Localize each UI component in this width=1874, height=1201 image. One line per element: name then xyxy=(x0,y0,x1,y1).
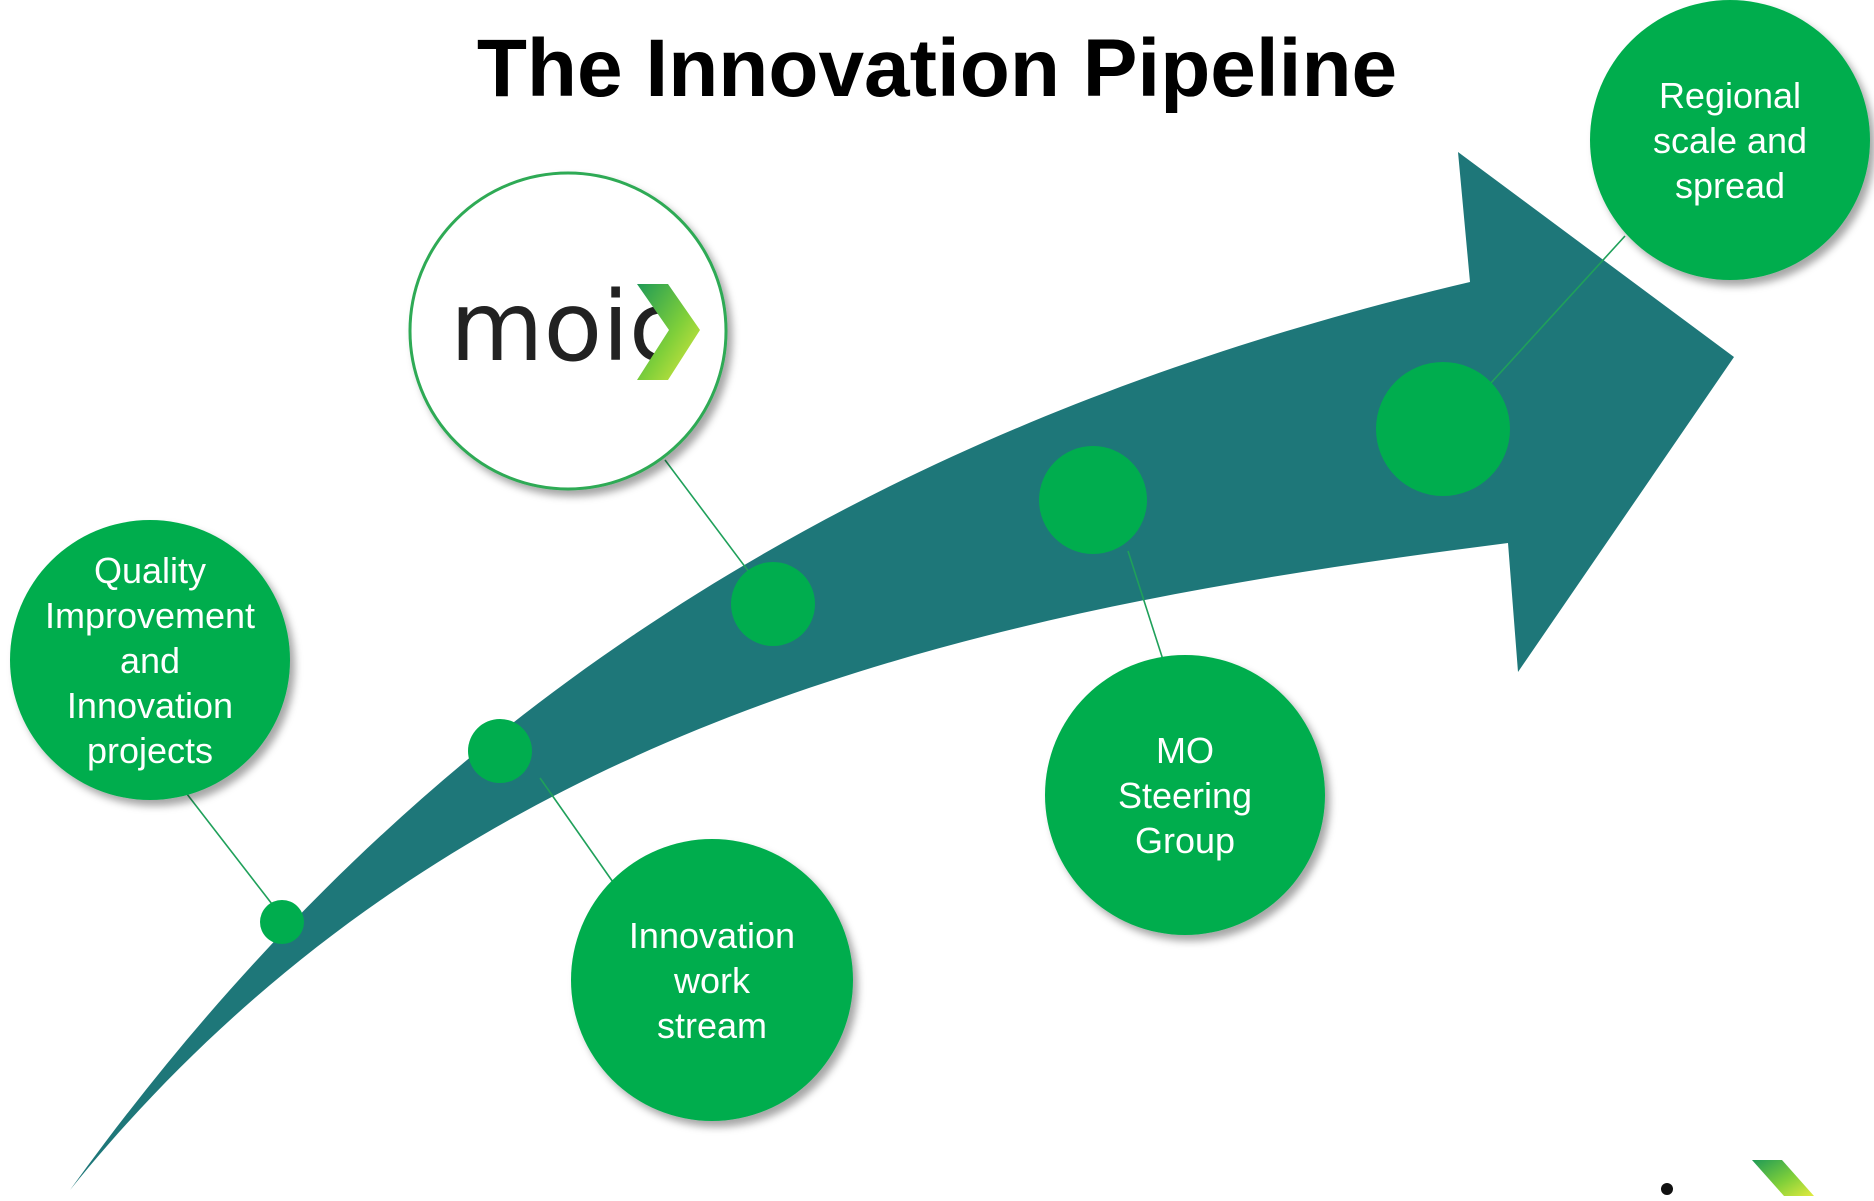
stage-label-innovation-work-stream: Innovation work stream xyxy=(628,914,796,1046)
connector-line xyxy=(1489,235,1626,385)
logo-circle xyxy=(408,171,728,491)
connector-line xyxy=(179,784,283,918)
corner-chevron-icon xyxy=(1752,1160,1814,1196)
stage-circle-innovation-work-stream xyxy=(571,839,853,1121)
milestone-dot xyxy=(731,562,815,646)
stage-label-regional-scale: Regional scale and spread xyxy=(1652,74,1808,206)
milestone-dot xyxy=(468,719,532,783)
pipeline-arrow xyxy=(70,152,1734,1190)
corner-logo-dot-icon xyxy=(1661,1183,1673,1195)
stage-circle-mo-steering-group xyxy=(1045,655,1325,935)
stage-circle-regional-scale xyxy=(1590,0,1870,280)
milestone-dot xyxy=(1376,362,1510,496)
corner-logo xyxy=(1661,1160,1814,1196)
moic-chevron-icon xyxy=(637,284,700,380)
stage-label-mo-steering-group: MO Steering Group xyxy=(1117,729,1253,861)
milestone-dot xyxy=(260,900,304,944)
stage-label-quality-improvement: Quality Improvement and Innovation proje… xyxy=(44,549,256,771)
connector-line xyxy=(1127,550,1166,667)
stage-circle-quality-improvement xyxy=(10,520,290,800)
connector-line xyxy=(539,777,616,886)
milestone-dot xyxy=(1039,446,1147,554)
page-title: The Innovation Pipeline xyxy=(476,23,1398,114)
moic-logo-badge: moic xyxy=(408,171,728,491)
